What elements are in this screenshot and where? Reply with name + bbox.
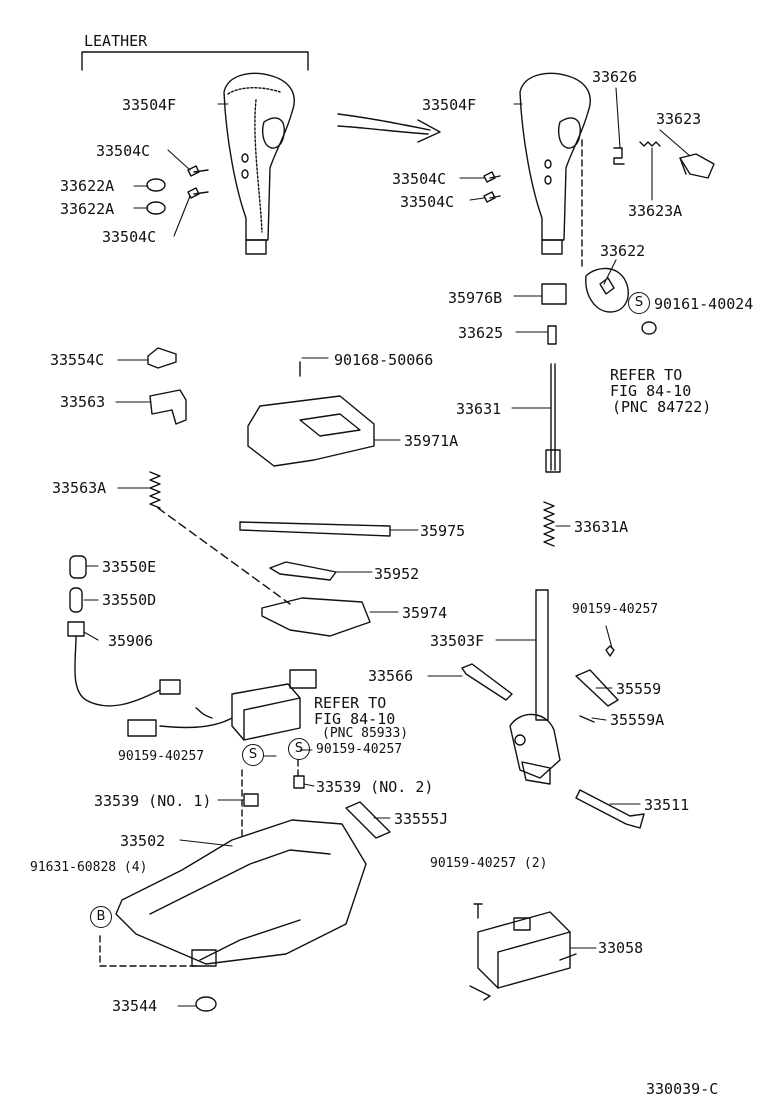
b-mark: B: [90, 906, 112, 928]
refer-text-1a: REFER TO: [610, 366, 683, 384]
refer-text-2a: REFER TO: [314, 694, 387, 712]
direction-arrow: [338, 114, 440, 142]
label-33504C-leather-2: 33504C: [102, 228, 157, 246]
label-33623A: 33623A: [628, 202, 683, 220]
s-mark-1: S: [628, 292, 650, 314]
screw-90159-right: [474, 904, 482, 918]
dashed-guides: [100, 760, 298, 966]
shift-knob-right: [520, 73, 590, 270]
label-35975: 35975: [420, 522, 466, 540]
label-90159-40257-left: 90159-40257: [118, 749, 205, 764]
label-33504C-2: 33504C: [400, 193, 455, 211]
label-35559A: 35559A: [610, 711, 665, 729]
refer-text-2c: (PNC 85933): [322, 726, 409, 741]
label-33623: 33623: [656, 110, 702, 128]
bushing-33544: [196, 997, 216, 1011]
leather-title: LEATHER: [84, 32, 148, 50]
label-33502: 33502: [120, 832, 166, 850]
bulb-33550E: [70, 556, 86, 578]
shift-lever-33503F: [510, 590, 560, 784]
label-33631A: 33631A: [574, 518, 629, 536]
label-33622A-1: 33622A: [60, 177, 115, 195]
label-90159-40257-s: 90159-40257: [316, 742, 403, 757]
nut-90161: [642, 322, 656, 334]
s-mark-2: S: [242, 744, 264, 766]
label-35559: 35559: [616, 680, 662, 698]
label-33566: 33566: [368, 667, 414, 685]
s-mark-3: S: [288, 738, 310, 760]
label-35906: 35906: [108, 632, 154, 650]
leader-lines: [84, 88, 690, 1006]
label-33622: 33622: [600, 242, 646, 260]
block-35976B: [542, 284, 566, 304]
label-90159-40257-2: 90159-40257 (2): [430, 856, 548, 871]
label-90159-40257-right: 90159-40257: [572, 602, 659, 617]
label-33539-no2: 33539 (NO. 2): [316, 778, 434, 796]
label-33555J: 33555J: [394, 810, 449, 828]
wire-35906: [68, 622, 180, 706]
label-35976B: 35976B: [448, 289, 503, 307]
label-33511: 33511: [644, 796, 690, 814]
label-33625: 33625: [458, 324, 504, 342]
label-33539-no1: 33539 (NO. 1): [94, 792, 212, 810]
clips-33539: [244, 776, 304, 806]
leather-bracket: [82, 52, 308, 70]
unit-33058: [470, 912, 576, 1000]
pin-33566: [462, 664, 512, 700]
label-33554C: 33554C: [50, 351, 105, 369]
label-91631-60828: 91631-60828 (4): [30, 860, 148, 875]
shaft-33511: [576, 790, 644, 828]
pin-33625: [548, 326, 556, 344]
label-33544: 33544: [112, 997, 158, 1015]
pad-33555J: [346, 802, 390, 838]
small-screws-left: [147, 166, 208, 214]
shift-knob-leather: [224, 73, 294, 254]
label-33504C-leather-1: 33504C: [96, 142, 151, 160]
clip-33554C: [148, 348, 176, 368]
figure-id: 330039-C: [646, 1080, 719, 1098]
plate-35952: [270, 562, 336, 580]
small-screws-right: [484, 172, 500, 202]
label-35974: 35974: [402, 604, 448, 622]
spring-33631A: [544, 502, 554, 546]
label-33622A-2: 33622A: [60, 200, 115, 218]
label-33503F: 33503F: [430, 632, 485, 650]
refer-text-1c: (PNC 84722): [612, 398, 712, 416]
label-35971A: 35971A: [404, 432, 459, 450]
label-35952: 35952: [374, 565, 420, 583]
label-33550D: 33550D: [102, 591, 157, 609]
plate-35559: [576, 646, 618, 722]
label-33504F: 33504F: [422, 96, 477, 114]
label-33626: 33626: [592, 68, 638, 86]
label-90161-40024: 90161-40024: [654, 295, 754, 313]
plate-35975: [240, 522, 390, 536]
spring-33563A: [150, 472, 290, 604]
label-33058: 33058: [598, 939, 644, 957]
label-90168-50066: 90168-50066: [334, 351, 434, 369]
label-33504C-1: 33504C: [392, 170, 447, 188]
label-33631: 33631: [456, 400, 502, 418]
label-33563A: 33563A: [52, 479, 107, 497]
button-housing: [586, 268, 629, 312]
switch-block: [128, 670, 316, 740]
rod-33631: [546, 364, 560, 472]
lock-33563: [150, 390, 186, 424]
refer-text-2b: FIG 84-10: [314, 710, 396, 728]
label-33550E: 33550E: [102, 558, 157, 576]
label-33504F-leather: 33504F: [122, 96, 177, 114]
bezel-35971A: [248, 362, 374, 466]
indicator-35974: [262, 598, 370, 636]
label-33563: 33563: [60, 393, 106, 411]
refer-text-1b: FIG 84-10: [610, 382, 692, 400]
button-parts: [614, 142, 714, 178]
bulb-33550D: [70, 588, 82, 612]
